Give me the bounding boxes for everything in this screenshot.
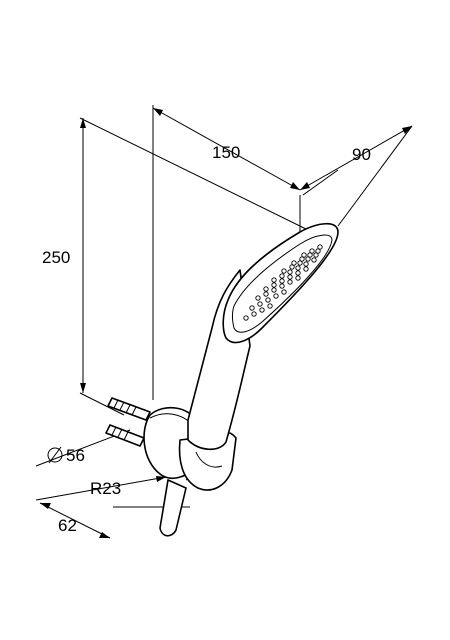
nozzle [279,283,285,289]
nozzle [309,248,315,254]
nozzle [281,289,287,295]
nozzle [243,315,249,321]
nozzle [257,301,263,307]
nozzle [295,265,301,271]
nozzle [255,295,261,301]
nozzle [265,297,271,303]
hose-outlet [159,479,187,537]
nozzle [263,286,269,292]
nozzle [303,266,309,272]
screw-upper [107,397,151,421]
extension-lines [79,105,413,508]
nozzle [271,287,277,293]
nozzle [295,270,301,276]
nozzle [249,305,255,311]
nozzle [307,252,313,258]
nozzle [279,273,285,279]
diameter-symbol [47,446,63,464]
nozzle [279,278,285,284]
dim-label-150: 150 [212,143,240,162]
nozzle [295,275,301,281]
nozzle [271,282,277,288]
dim-label-90: 90 [352,145,371,164]
nozzle [289,264,295,270]
nozzle [263,291,269,297]
nozzle [259,307,265,313]
nozzle [299,256,305,262]
dim-label-62: 62 [58,516,77,535]
nozzle [271,277,277,283]
nozzle [291,260,297,266]
dim-label-r23: R23 [90,479,121,498]
nozzle [297,260,303,266]
nozzle [315,248,321,254]
dim-label-250: 250 [42,248,70,267]
nozzle [281,268,287,274]
nozzle [311,257,317,263]
nozzle [251,311,257,317]
nozzle [287,269,293,275]
nozzle [267,303,273,309]
dim-label-56: 56 [66,446,85,465]
dimension-lines [35,107,413,539]
nozzle [301,252,307,258]
nozzle [273,293,279,299]
nozzle [317,244,323,250]
nozzle [305,256,311,262]
nozzle [313,252,319,258]
nozzle [287,274,293,280]
spray-nozzles [243,244,323,321]
screw-lower [105,424,145,447]
nozzle [303,261,309,267]
nozzle [287,279,293,285]
